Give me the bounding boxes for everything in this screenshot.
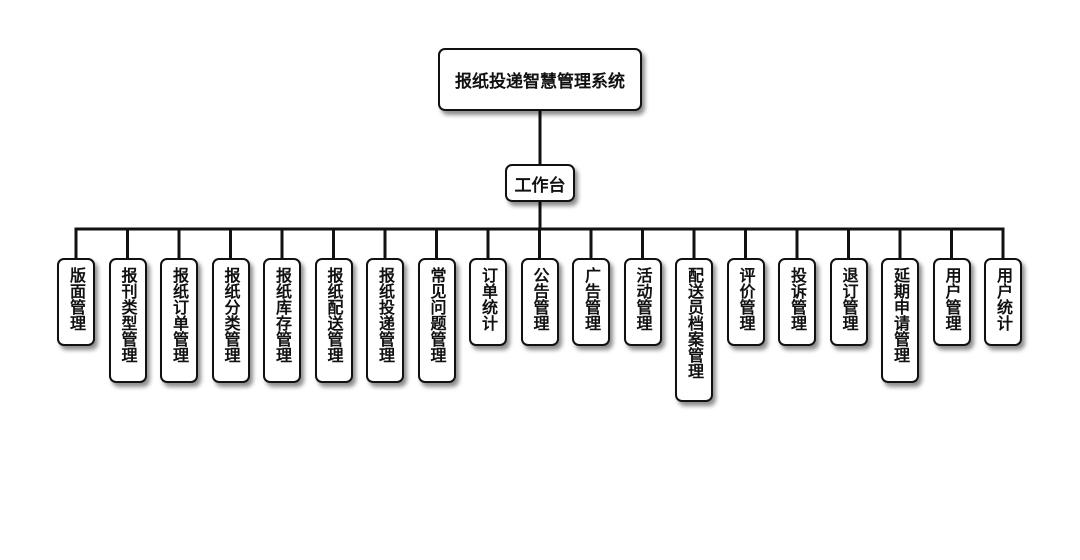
- module-node: 版面管理: [57, 258, 95, 346]
- module-node-label: 报刊类型管理: [118, 267, 138, 363]
- module-node: 报刊类型管理: [108, 258, 147, 383]
- module-node-label: 退订管理: [839, 267, 859, 331]
- module-node-label: 报纸订单管理: [170, 267, 189, 363]
- module-node-label: 延期申请管理: [891, 267, 910, 363]
- module-node: 活动管理: [623, 258, 662, 346]
- module-node-label: 活动管理: [633, 267, 653, 331]
- module-node-label: 报纸分类管理: [221, 267, 241, 363]
- module-node-label: 用户管理: [942, 267, 962, 331]
- module-node: 报纸库存管理: [263, 258, 301, 383]
- hub-node: 工作台: [505, 164, 575, 202]
- module-node-label: 投诉管理: [788, 267, 807, 331]
- module-node: 报纸分类管理: [211, 258, 250, 383]
- module-node: 公告管理: [520, 258, 559, 346]
- module-node: 报纸配送管理: [314, 258, 353, 383]
- module-node-label: 报纸投递管理: [376, 267, 395, 363]
- module-node: 用户统计: [984, 258, 1022, 346]
- module-node: 退订管理: [829, 258, 868, 346]
- root-node-label: 报纸投递智慧管理系统: [455, 72, 625, 92]
- module-node: 评价管理: [726, 258, 765, 346]
- module-node: 报纸投递管理: [366, 258, 404, 383]
- module-node-label: 报纸配送管理: [324, 267, 344, 363]
- module-node: 订单统计: [469, 258, 507, 346]
- root-node: 报纸投递智慧管理系统: [438, 48, 642, 111]
- module-node-label: 配送员档案管理: [685, 267, 704, 379]
- module-node-label: 常见问题管理: [427, 267, 447, 363]
- module-node: 广告管理: [572, 258, 610, 346]
- module-node-label: 广告管理: [582, 267, 601, 331]
- module-node-label: 用户统计: [994, 267, 1013, 331]
- module-node-label: 订单统计: [479, 267, 498, 331]
- module-node: 用户管理: [932, 258, 971, 346]
- module-node-label: 公告管理: [530, 267, 550, 331]
- module-node: 常见问题管理: [417, 258, 456, 383]
- module-node: 投诉管理: [778, 258, 816, 346]
- module-node-label: 报纸库存管理: [273, 267, 292, 363]
- module-node: 延期申请管理: [881, 258, 919, 383]
- module-node: 配送员档案管理: [675, 258, 713, 402]
- module-node: 报纸订单管理: [160, 258, 198, 383]
- module-node-label: 版面管理: [67, 267, 86, 331]
- module-node-label: 评价管理: [736, 267, 756, 331]
- hub-node-label: 工作台: [514, 175, 566, 196]
